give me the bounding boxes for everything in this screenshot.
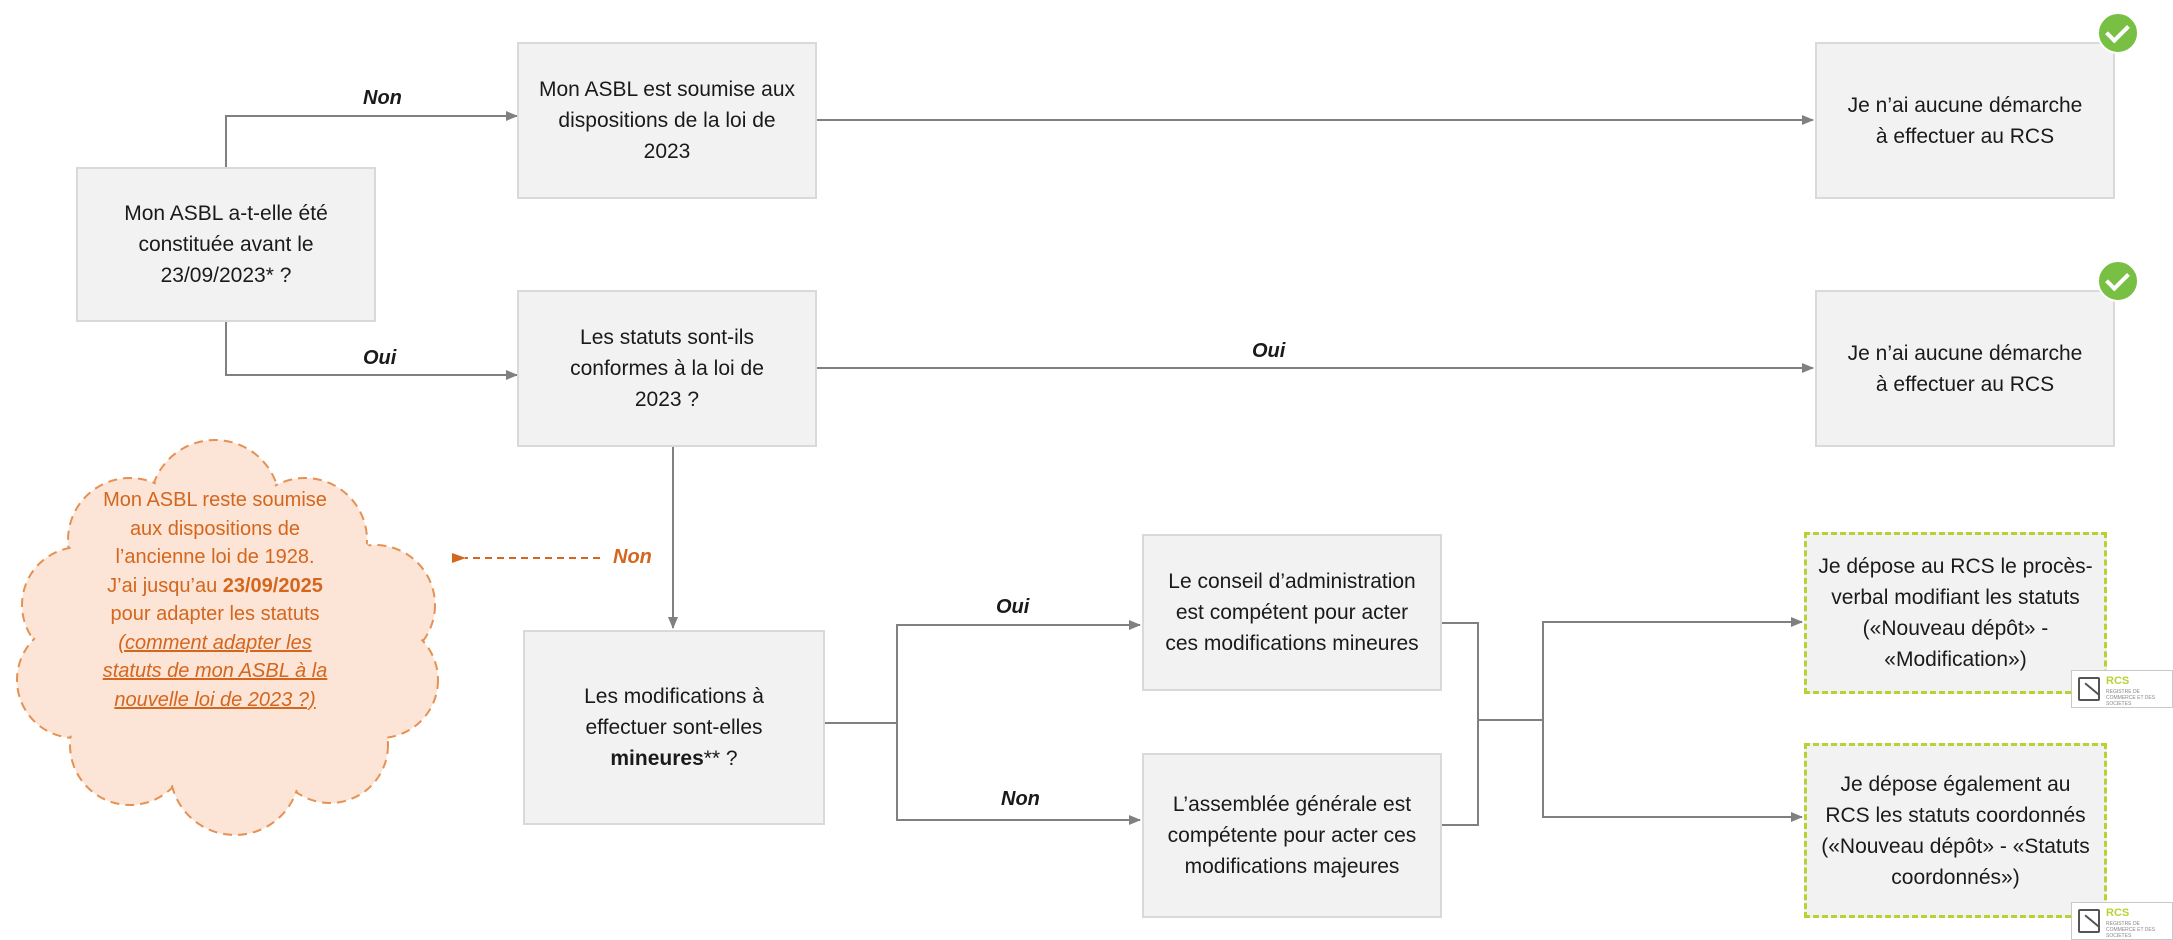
- rcs-logo-sub: REGISTRE DE COMMERCE ET DES SOCIETES: [2106, 689, 2156, 707]
- soumise-2023-box: Mon ASBL est soumise aux dispositions de…: [517, 42, 817, 199]
- cloud-line-4-pre: J’ai jusqu’au: [107, 574, 223, 597]
- question-constituee-box: Mon ASBL a-t-elle été constituée avant l…: [76, 167, 376, 322]
- edge-label-oui-middle: Oui: [1252, 340, 1286, 362]
- conseil-admin-box: Le conseil d’administration est compéten…: [1142, 534, 1442, 691]
- assemblee-generale-box: L’assemblée générale est compétente pour…: [1142, 753, 1442, 918]
- cloud-link-line-3[interactable]: nouvelle loi de 2023 ?): [114, 688, 316, 711]
- aucune-demarche-text-2: Je n’ai aucune démarche à effectuer au R…: [1847, 341, 2083, 396]
- depose-statuts-box: Je dépose également au RCS les statuts c…: [1804, 743, 2107, 918]
- thought-cloud-fill: [19, 442, 436, 833]
- rcs-logo-mark: [2078, 909, 2100, 933]
- rcs-logo-main: RCS: [2106, 907, 2130, 919]
- cloud-text: Mon ASBL reste soumise aux dispositions …: [40, 486, 390, 714]
- edge-oui-left: [225, 322, 518, 380]
- edge-merge-conseil: [1442, 622, 1479, 826]
- question-modifications-pre: Les modifications à effectuer sont-elles: [584, 685, 764, 739]
- rcs-logo-mark: [2078, 677, 2100, 701]
- question-modifications-text: Les modifications à effectuer sont-elles…: [565, 681, 783, 774]
- depose-pv-text: Je dépose au RCS le procès-verbal modifi…: [1818, 555, 2093, 671]
- aucune-demarche-text-1: Je n’ai aucune démarche à effectuer au R…: [1847, 93, 2083, 148]
- cloud-line-1: Mon ASBL reste soumise: [103, 489, 327, 511]
- question-statuts-box: Les statuts sont-ils conformes à la loi …: [517, 290, 817, 447]
- edge-oui-branch: [896, 620, 1141, 723]
- edge-label-non-top: Non: [363, 87, 402, 109]
- cloud-link-line-2[interactable]: statuts de mon ASBL à la: [102, 660, 328, 682]
- depose-pv-box: Je dépose au RCS le procès-verbal modifi…: [1804, 532, 2107, 694]
- edge-label-oui-left: Oui: [363, 347, 397, 369]
- soumise-2023-text: Mon ASBL est soumise aux dispositions de…: [538, 78, 796, 163]
- edge-to-depose-statuts: [1542, 720, 1803, 822]
- rcs-logo-main: RCS: [2106, 675, 2130, 687]
- rcs-logo-icon: RCS REGISTRE DE COMMERCE ET DES SOCIETES: [2071, 902, 2173, 940]
- depose-statuts-text: Je dépose également au RCS les statuts c…: [1821, 772, 2090, 889]
- question-statuts-text: Les statuts sont-ils conformes à la loi …: [570, 326, 764, 411]
- aucune-demarche-box-1: Je n’ai aucune démarche à effectuer au R…: [1815, 42, 2115, 199]
- edge-non-top: [225, 111, 518, 167]
- cloud-line-5: pour adapter les statuts: [110, 603, 320, 625]
- edge-non-branch: [896, 723, 1141, 825]
- cloud-link-line-1[interactable]: (comment adapter les: [118, 631, 312, 654]
- check-circle-icon: [2097, 260, 2139, 302]
- cloud-line-4: J’ai jusqu’au 23/09/2025: [40, 572, 390, 601]
- edge-label-oui-branch: Oui: [996, 596, 1030, 618]
- check-circle-icon: [2097, 12, 2139, 54]
- rcs-logo-icon: RCS REGISTRE DE COMMERCE ET DES SOCIETES: [2071, 670, 2173, 708]
- cloud-line-2: aux dispositions de: [129, 517, 301, 540]
- edge-label-non-branch: Non: [1001, 788, 1040, 810]
- question-constituee-text: Mon ASBL a-t-elle été constituée avant l…: [124, 202, 328, 287]
- rcs-logo-sub: REGISTRE DE COMMERCE ET DES SOCIETES: [2106, 921, 2156, 939]
- aucune-demarche-box-2: Je n’ai aucune démarche à effectuer au R…: [1815, 290, 2115, 447]
- cloud-line-3: l’ancienne loi de 1928.: [115, 546, 315, 568]
- conseil-admin-text: Le conseil d’administration est compéten…: [1165, 570, 1419, 655]
- question-modifications-post: ** ?: [703, 747, 738, 770]
- question-modifications-box: Les modifications à effectuer sont-elles…: [523, 630, 825, 825]
- cloud-deadline: 23/09/2025: [222, 574, 323, 597]
- edge-label-non-orange: Non: [613, 546, 652, 568]
- edge-to-depose-pv: [1542, 617, 1803, 720]
- assemblee-generale-text: L’assemblée générale est compétente pour…: [1167, 793, 1417, 878]
- question-modifications-bold: mineures: [610, 747, 704, 770]
